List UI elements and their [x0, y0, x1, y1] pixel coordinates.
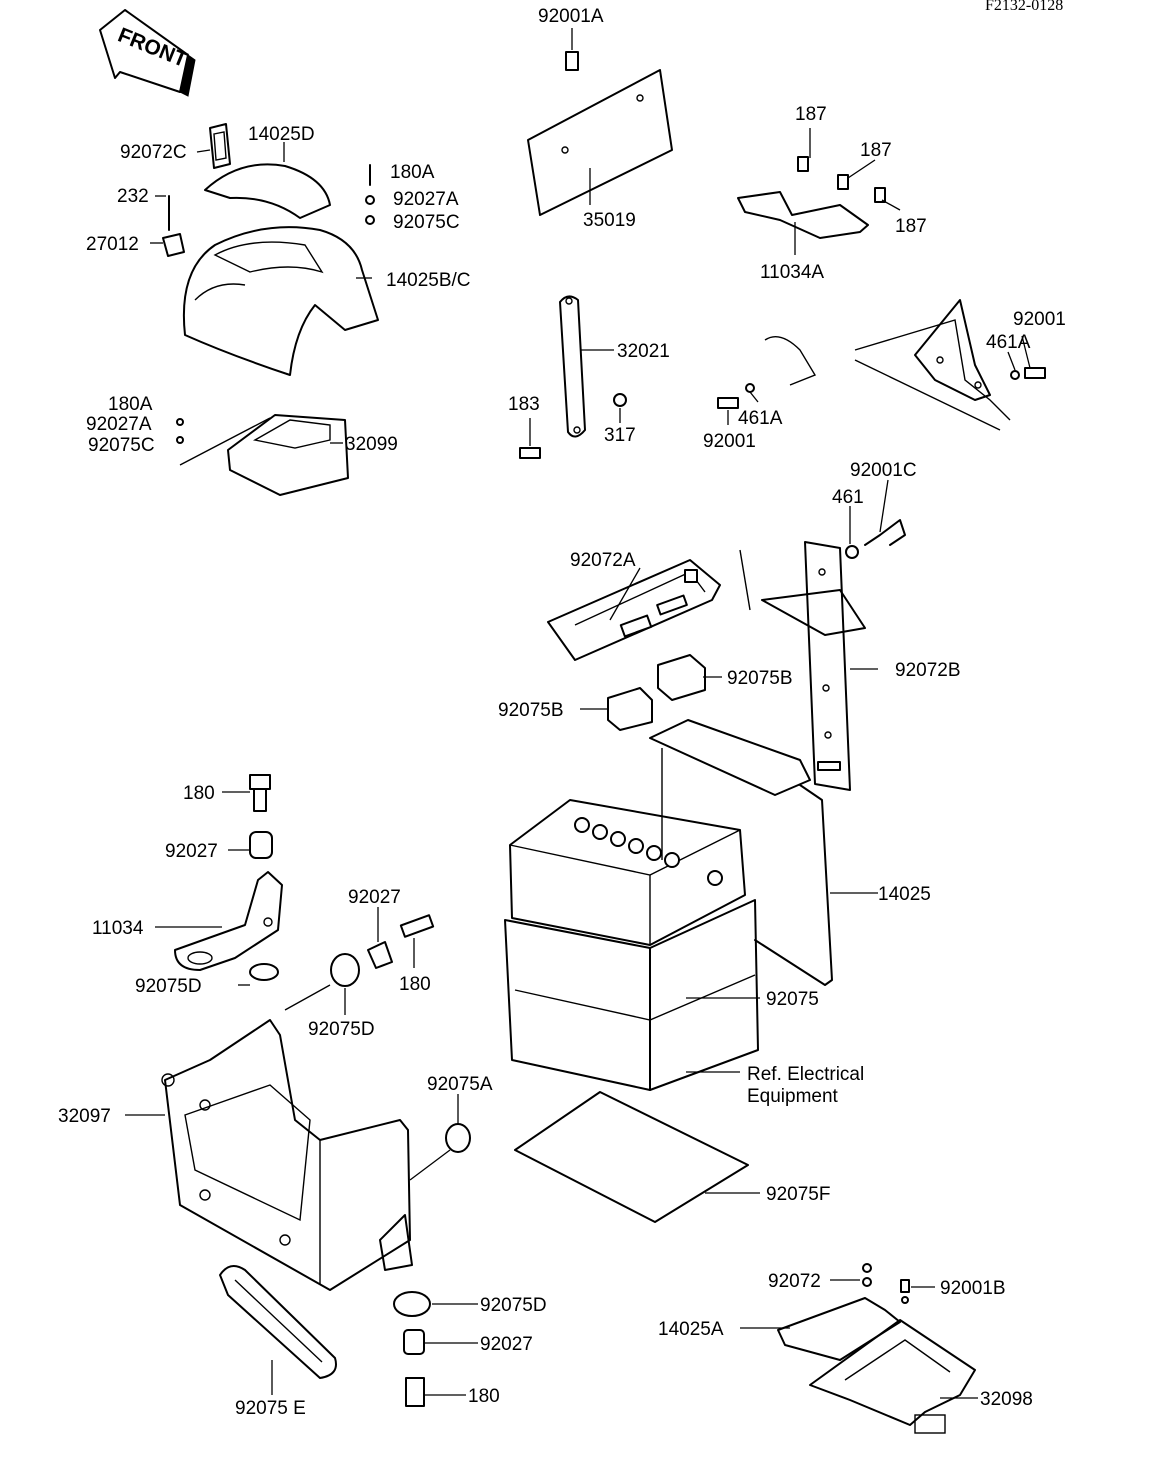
label-92027-top: 92027 — [165, 841, 218, 862]
label-180A-low: 180A — [108, 394, 153, 415]
part-11034-drawing — [174, 871, 283, 981]
part-180A-top-drawing — [365, 164, 375, 225]
label-187-b: 187 — [860, 140, 892, 161]
part-92001A-drawing — [565, 51, 579, 71]
part-32097-drawing — [161, 1019, 413, 1291]
label-92075: 92075 — [766, 989, 819, 1010]
part-32099-drawing — [176, 414, 349, 496]
label-ref-line1: Ref. Electrical — [747, 1064, 864, 1085]
part-92072B-drawing — [761, 519, 906, 791]
label-92027A-top: 92027A — [393, 189, 459, 210]
part-92072C-drawing — [209, 123, 231, 169]
label-180-low: 180 — [468, 1386, 500, 1407]
part-32021-drawing — [519, 295, 627, 459]
part-14025BC-drawing — [182, 226, 379, 376]
part-27012-drawing — [162, 233, 185, 257]
label-32021: 32021 — [617, 341, 670, 362]
label-14025A: 14025A — [658, 1319, 724, 1340]
label-187-a: 187 — [795, 104, 827, 125]
part-92075F-drawing — [514, 1091, 749, 1223]
label-14025D: 14025D — [248, 124, 315, 145]
part-35019-drawing — [527, 69, 673, 216]
label-232: 232 — [117, 186, 149, 207]
label-92027-low: 92027 — [480, 1334, 533, 1355]
label-317: 317 — [604, 425, 636, 446]
label-92072C: 92072C — [120, 142, 187, 163]
label-92072: 92072 — [768, 1271, 821, 1292]
part-180-top-drawing — [249, 774, 273, 859]
label-183: 183 — [508, 394, 540, 415]
label-92001-mid: 92001 — [703, 431, 756, 452]
label-92072B: 92072B — [895, 660, 961, 681]
label-92075D-low: 92075D — [480, 1295, 547, 1316]
label-14025BC: 14025B/C — [386, 270, 471, 291]
label-27012: 27012 — [86, 234, 139, 255]
label-92075D-mid: 92075D — [308, 1019, 375, 1040]
part-92075D-mid-drawing — [330, 914, 435, 987]
label-32098: 32098 — [980, 1389, 1033, 1410]
part-labels: 92001A 35019 187 187 187 11034A 92072C 1… — [58, 6, 1066, 1419]
part-32098-drawing — [809, 1319, 976, 1434]
label-32097: 32097 — [58, 1106, 111, 1127]
label-11034A: 11034A — [760, 262, 824, 283]
part-92075E-drawing — [219, 1265, 337, 1379]
label-187-c: 187 — [895, 216, 927, 237]
label-14025: 14025 — [878, 884, 931, 905]
label-92027-mid: 92027 — [348, 887, 401, 908]
label-92075E: 92075 E — [235, 1398, 306, 1419]
label-92001C: 92001C — [850, 460, 917, 481]
part-14025D-drawing — [204, 163, 331, 219]
part-92075-battery-drawing — [504, 799, 759, 1091]
label-92075B-b: 92075B — [498, 700, 564, 721]
label-92001-right: 92001 — [1013, 309, 1066, 330]
label-180A-top: 180A — [390, 162, 435, 183]
part-92075B-drawing — [607, 654, 706, 731]
part-92072A-drawing — [547, 549, 751, 661]
label-92075B-a: 92075B — [727, 668, 793, 689]
label-92075C-top: 92075C — [393, 212, 460, 233]
label-92001B: 92001B — [940, 1278, 1006, 1299]
label-11034: 11034 — [92, 918, 144, 939]
part-92075A-drawing — [445, 1123, 471, 1153]
label-180-mid: 180 — [399, 974, 431, 995]
label-ref-line2: Equipment — [747, 1086, 839, 1107]
label-461A-mid: 461A — [738, 408, 783, 429]
part-14025-drawing — [649, 719, 833, 986]
part-14025A-drawing — [777, 1263, 910, 1361]
leader-lines — [125, 28, 1031, 1399]
label-92027A-low: 92027A — [86, 414, 152, 435]
label-92075A: 92075A — [427, 1074, 493, 1095]
front-arrow-icon: FRONT — [99, 9, 196, 97]
battery-cells-icon — [574, 817, 680, 868]
label-92075C-low: 92075C — [88, 435, 155, 456]
label-35019: 35019 — [583, 210, 636, 231]
label-92075F: 92075F — [766, 1184, 830, 1205]
label-32099: 32099 — [345, 434, 398, 455]
label-92072A: 92072A — [570, 550, 636, 571]
label-461A-right: 461A — [986, 332, 1031, 353]
part-lower-stack-drawing — [393, 1291, 431, 1407]
label-92075D-left: 92075D — [135, 976, 202, 997]
label-180-top: 180 — [183, 783, 215, 804]
diagram-code: F2132-0128 — [985, 0, 1063, 14]
part-11034A-drawing — [737, 156, 886, 239]
label-461: 461 — [832, 487, 864, 508]
label-92001A: 92001A — [538, 6, 604, 27]
frame-section-drawing — [717, 299, 1046, 431]
